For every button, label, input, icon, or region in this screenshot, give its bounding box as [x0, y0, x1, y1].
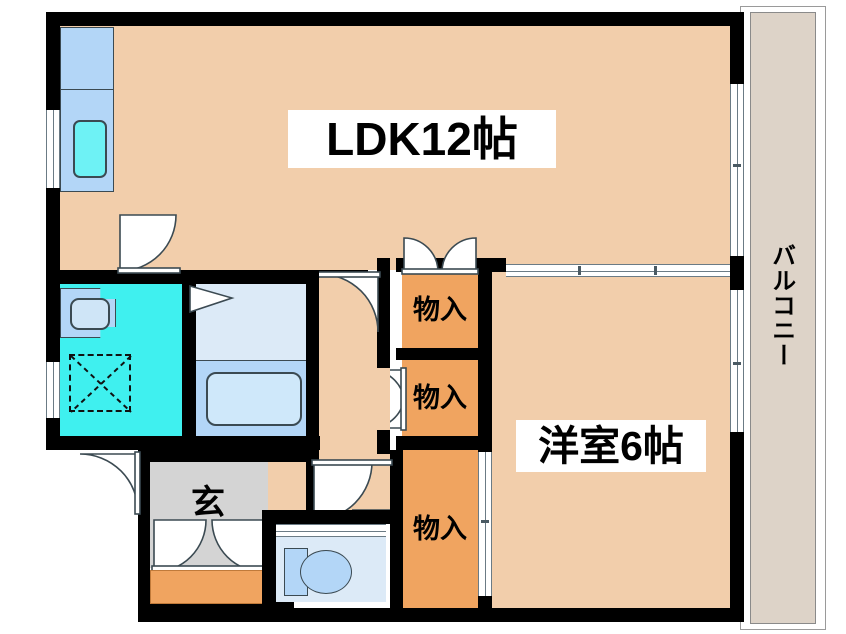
wall-bedroom-right-top — [730, 272, 744, 290]
wall-left-lower — [46, 180, 60, 270]
closet-upper[interactable] — [402, 272, 478, 348]
closet-lower[interactable] — [402, 450, 478, 608]
entrance-hall-door[interactable] — [78, 451, 141, 515]
wall-bedroom-left-upper — [478, 258, 492, 452]
toilet-door[interactable] — [276, 524, 386, 537]
wall-hallway-right-upper — [377, 258, 390, 368]
wall-toilet-left — [262, 510, 276, 622]
wall-bedroom-right-bottom — [730, 432, 744, 622]
wall-top — [46, 12, 744, 26]
bedroom-window[interactable] — [730, 290, 744, 442]
vanity-basin — [70, 298, 110, 330]
wall-toilet-bottom — [262, 608, 402, 622]
hallway-door-ldk[interactable] — [317, 271, 381, 334]
entrance-door[interactable] — [151, 518, 267, 575]
entrance-step-agarikamachi — [150, 570, 270, 604]
bedroom-sliding-door[interactable] — [506, 264, 730, 277]
washroom-door[interactable] — [188, 284, 235, 314]
closet-upper-doors[interactable] — [401, 236, 479, 275]
bedroom-door-mullion-1 — [578, 266, 581, 275]
wall-hallway-right-lower — [377, 430, 390, 454]
wall-entrance-left — [138, 450, 150, 610]
wall-left-upper — [46, 12, 60, 124]
toilet-bowl — [300, 550, 352, 594]
wall-washroom-bottom — [182, 436, 320, 450]
bathtub — [206, 372, 302, 426]
wall-entrance-top — [138, 450, 306, 462]
wall-bath-left-lower — [46, 312, 60, 362]
balcony-label: バルコニー — [767, 242, 795, 368]
wall-ldk-right-top — [730, 12, 744, 84]
wall-closet-lower-left — [390, 450, 403, 622]
closet-upper-label: 物入 — [413, 294, 467, 325]
wall-bath-right — [182, 270, 196, 450]
wall-closet-divider-1 — [396, 348, 484, 360]
ldk-label: LDK12帖 — [288, 110, 556, 168]
bedroom-closet-door-mullion — [481, 520, 489, 523]
wall-washroom-right — [306, 270, 319, 450]
shower-area — [69, 354, 132, 413]
closet-middle-label: 物入 — [413, 382, 467, 413]
balcony-door-mullion — [733, 164, 741, 167]
entrance-label: 玄 — [191, 484, 225, 523]
bedroom-window-mullion — [733, 362, 741, 365]
wall-closet-lower-bottom — [390, 608, 484, 622]
kitchen-sink — [73, 120, 107, 178]
closet-lower-label-char1: 物入 — [413, 513, 467, 544]
bedroom-label: 洋室6帖 — [516, 420, 706, 472]
closet-middle-doors[interactable] — [368, 367, 407, 431]
bedroom-closet-door[interactable] — [478, 452, 492, 596]
ldk-door[interactable] — [117, 213, 181, 274]
bath-window[interactable] — [46, 360, 60, 420]
wall-bath-bottom — [46, 436, 186, 450]
closet-middle[interactable] — [402, 360, 478, 436]
balcony-area — [750, 12, 816, 624]
kitchen-window[interactable] — [46, 110, 60, 188]
balcony-sliding-door[interactable] — [730, 84, 744, 266]
wall-bedroom-bottom — [478, 608, 744, 622]
wall-closet-divider-2 — [396, 436, 484, 450]
closet-lower-label: 物入 — [402, 450, 478, 608]
kitchen-counter-top — [60, 27, 114, 92]
bedroom-door-mullion-2 — [654, 266, 657, 275]
